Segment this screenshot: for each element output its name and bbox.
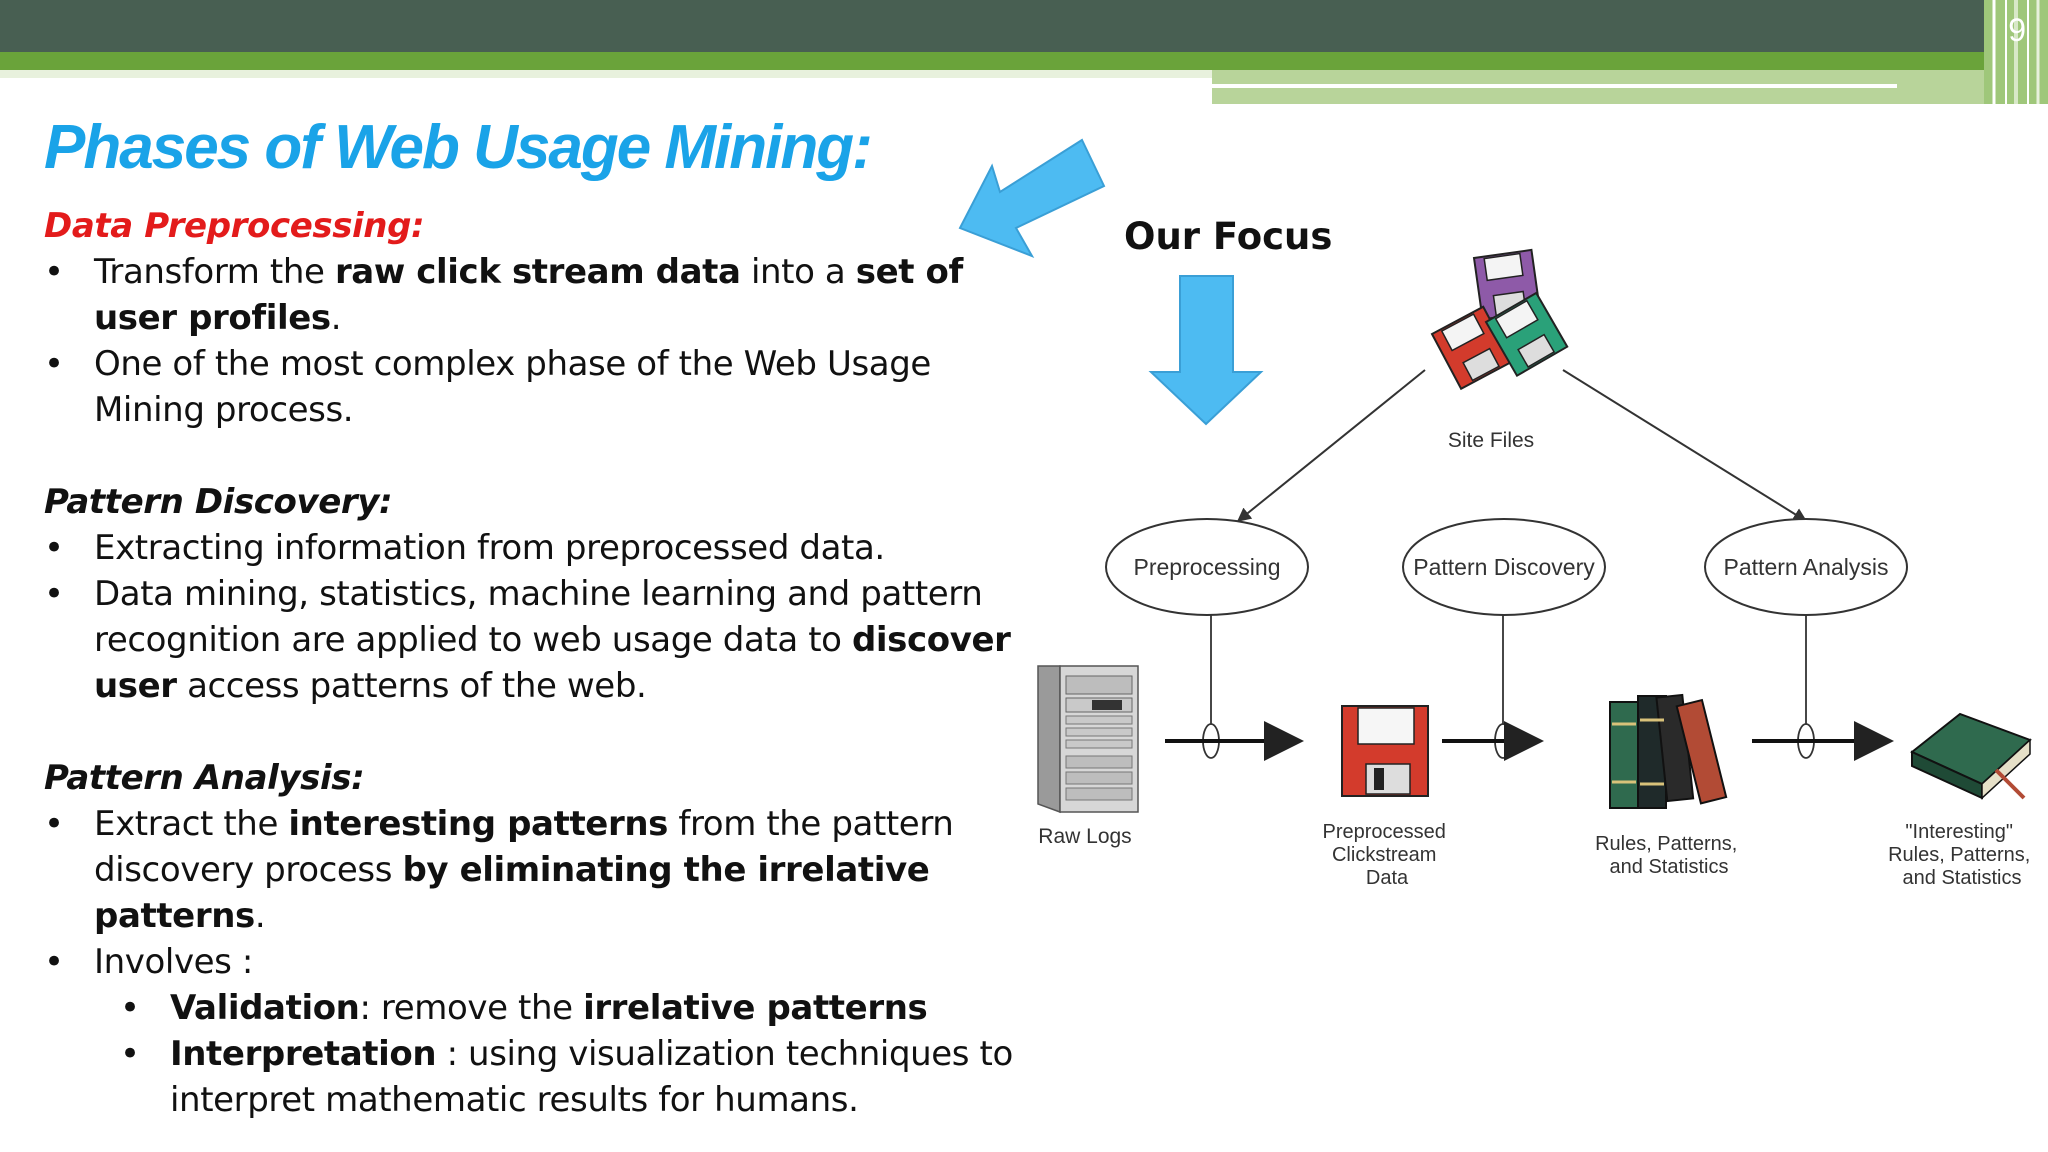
bullet-item: Involves : <box>44 939 1024 985</box>
focus-arrow-down-icon <box>1148 275 1264 426</box>
header-decoration <box>1984 0 2048 104</box>
bullet-emphasis: irrelative patterns <box>583 988 928 1028</box>
books-icon <box>1609 693 1728 809</box>
bullet-emphasis: Validation <box>170 988 360 1028</box>
bullet-emphasis: by eliminating the irrelative patterns <box>94 850 930 936</box>
phase-node <box>1105 518 1309 616</box>
preprocessed-label: Preprocessed Clickstream Data <box>1323 821 1452 889</box>
bullet-text: . <box>330 298 342 338</box>
bullet-item: Extract the interesting patterns from th… <box>44 801 1024 939</box>
bullet-text: access patterns of the web. <box>176 666 647 706</box>
section-heading-analysis: Pattern Analysis: <box>44 758 365 798</box>
header-accent-bar <box>0 52 2048 70</box>
bullet-text: . <box>254 896 266 936</box>
site-files-label: Site Files <box>1448 429 1534 452</box>
focus-arrow-diagonal-icon <box>958 138 1106 258</box>
bullet-emphasis: Interpretation <box>170 1034 437 1074</box>
our-focus-label: Our Focus <box>1124 215 1333 258</box>
floppy-disk-icon <box>1341 705 1429 797</box>
sub-bullet-item: Validation: remove the irrelative patter… <box>44 985 1024 1031</box>
interesting-label: "Interesting" Rules, Patterns, and Stati… <box>1888 821 2036 889</box>
bullet-text: from the pattern discovery process <box>94 804 954 890</box>
phase-node <box>1402 518 1606 616</box>
book-icon <box>1910 712 2032 800</box>
phase-label: Preprocessing <box>1133 554 1280 580</box>
bullet-emphasis: discover user <box>94 620 1011 706</box>
bullet-emphasis: set of user profiles <box>94 252 963 338</box>
bullet-item: Data mining, statistics, machine learnin… <box>44 571 1024 709</box>
raw-logs-label: Raw Logs <box>1038 825 1131 848</box>
bullet-item: Transform the raw click stream data into… <box>44 249 1024 341</box>
bullet-text: : remove the <box>359 988 584 1028</box>
section-heading-discovery: Pattern Discovery: <box>44 482 393 522</box>
phase-label: Pattern Analysis <box>1724 554 1889 580</box>
bullet-text: Data mining, statistics, machine learnin… <box>94 574 983 660</box>
rules-label: Rules, Patterns, and Statistics <box>1595 833 1743 878</box>
bullet-text: into a <box>740 252 856 292</box>
bullet-text: : using visualization techniques to inte… <box>170 1034 1013 1120</box>
site-files-icon <box>1430 248 1569 391</box>
bullet-text: Extract the <box>94 804 289 844</box>
branch-arrow-right <box>1562 369 1808 522</box>
phase-label: Pattern Discovery <box>1413 554 1595 580</box>
server-icon <box>1037 665 1139 814</box>
header-bar <box>0 0 2048 52</box>
slide-title: Phases of Web Usage Mining: <box>44 113 873 182</box>
bullet-emphasis: interesting patterns <box>288 804 668 844</box>
slide-body: Data Preprocessing: Transform the raw cl… <box>44 203 1024 1123</box>
branch-arrow-left <box>1236 369 1426 522</box>
section-heading-preprocessing: Data Preprocessing: <box>44 206 425 246</box>
header-light-strip <box>0 70 1212 78</box>
bullet-text: Transform the <box>94 252 335 292</box>
sub-bullet-item: Interpretation : using visualization tec… <box>44 1031 1024 1123</box>
slide-number: 9 <box>2008 12 2026 48</box>
bullet-item: Extracting information from preprocessed… <box>44 525 1024 571</box>
header-white-line <box>1212 84 1897 88</box>
bullet-item: One of the most complex phase of the Web… <box>44 341 1024 433</box>
bullet-emphasis: raw click stream data <box>334 252 741 292</box>
